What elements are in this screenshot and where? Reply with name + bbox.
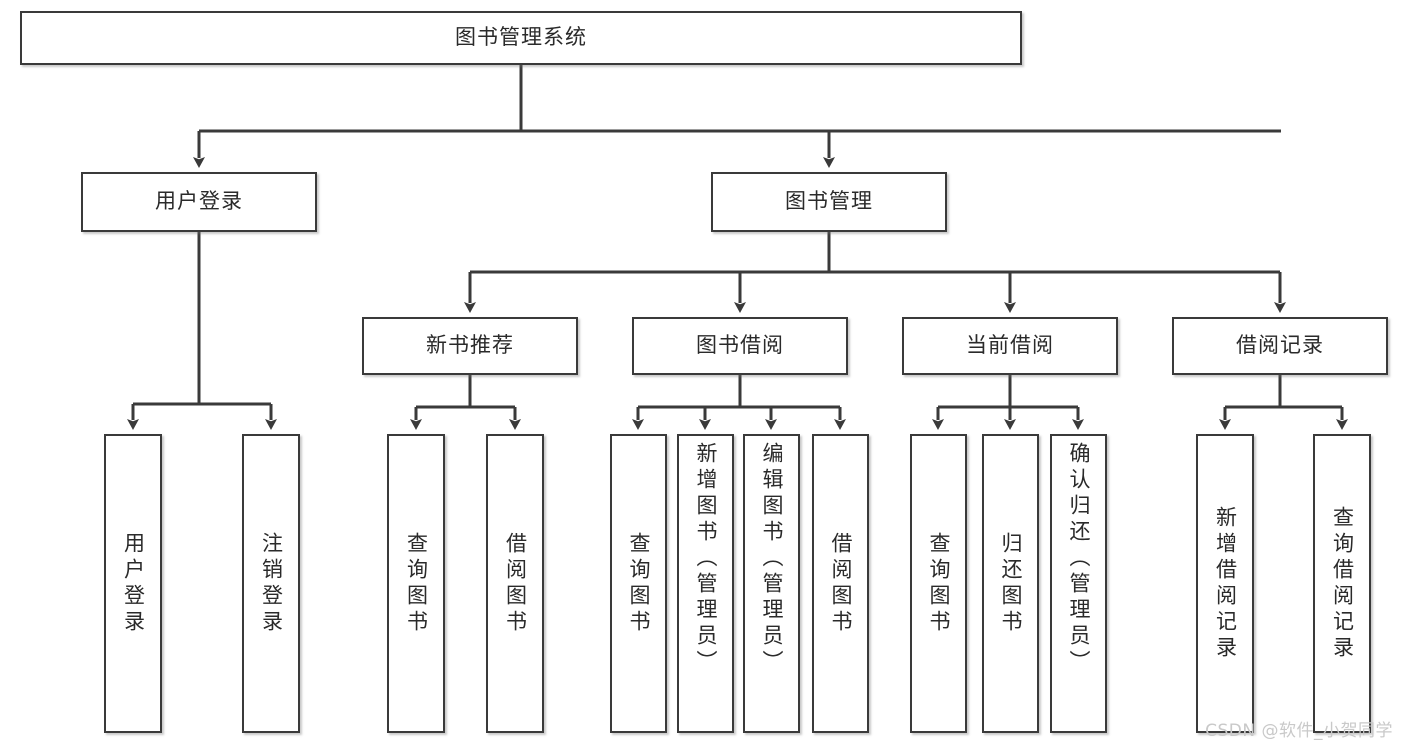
node-book-manage[interactable]: 图书管理 <box>711 172 947 232</box>
node-current-borrow[interactable]: 当前借阅 <box>902 317 1118 375</box>
node-label: 查询图书 <box>627 531 651 636</box>
node-label: 借阅记录 <box>1236 333 1324 358</box>
node-label: 图书管理系统 <box>455 25 587 50</box>
node-leaf-query-book-1[interactable]: 查询图书 <box>387 434 445 733</box>
node-label: 归还图书 <box>999 531 1023 636</box>
node-label: 用户登录 <box>121 531 146 636</box>
node-label: 图书借阅 <box>696 333 784 358</box>
node-root-title[interactable]: 图书管理系统 <box>20 11 1022 65</box>
watermark-text: CSDN @软件_小贺同学 <box>1205 721 1393 741</box>
node-label: 图书管理 <box>785 189 873 214</box>
node-label: 新增借阅记录 <box>1213 505 1238 662</box>
node-leaf-user-login[interactable]: 用户登录 <box>104 434 162 733</box>
node-label: 借阅图书 <box>829 531 853 636</box>
node-user-login[interactable]: 用户登录 <box>81 172 317 232</box>
node-label: 查询图书 <box>404 531 429 636</box>
node-label: 借阅图书 <box>503 531 528 636</box>
node-leaf-query-book-2[interactable]: 查询图书 <box>610 434 667 733</box>
node-leaf-logout[interactable]: 注销登录 <box>242 434 300 733</box>
node-label: 确认归还（管理员） <box>1067 442 1091 676</box>
node-new-book-rec[interactable]: 新书推荐 <box>362 317 578 375</box>
node-leaf-query-book-3[interactable]: 查询图书 <box>910 434 967 733</box>
node-book-borrow[interactable]: 图书借阅 <box>632 317 848 375</box>
node-leaf-add-book[interactable]: 新增图书（管理员） <box>677 434 734 733</box>
node-label: 用户登录 <box>155 189 243 214</box>
node-leaf-return-book[interactable]: 归还图书 <box>982 434 1039 733</box>
node-label: 查询借阅记录 <box>1330 505 1355 662</box>
node-label: 新增图书（管理员） <box>694 442 718 676</box>
node-label: 注销登录 <box>259 531 284 636</box>
node-label: 查询图书 <box>927 531 951 636</box>
node-label: 编辑图书（管理员） <box>760 442 784 676</box>
node-leaf-borrow-book-2[interactable]: 借阅图书 <box>812 434 869 733</box>
node-leaf-borrow-book-1[interactable]: 借阅图书 <box>486 434 544 733</box>
node-label: 新书推荐 <box>426 333 514 358</box>
node-leaf-query-record[interactable]: 查询借阅记录 <box>1313 434 1371 733</box>
node-leaf-add-record[interactable]: 新增借阅记录 <box>1196 434 1254 733</box>
node-label: 当前借阅 <box>966 333 1054 358</box>
node-borrow-record[interactable]: 借阅记录 <box>1172 317 1388 375</box>
node-leaf-confirm-return[interactable]: 确认归还（管理员） <box>1050 434 1107 733</box>
node-leaf-edit-book[interactable]: 编辑图书（管理员） <box>743 434 800 733</box>
